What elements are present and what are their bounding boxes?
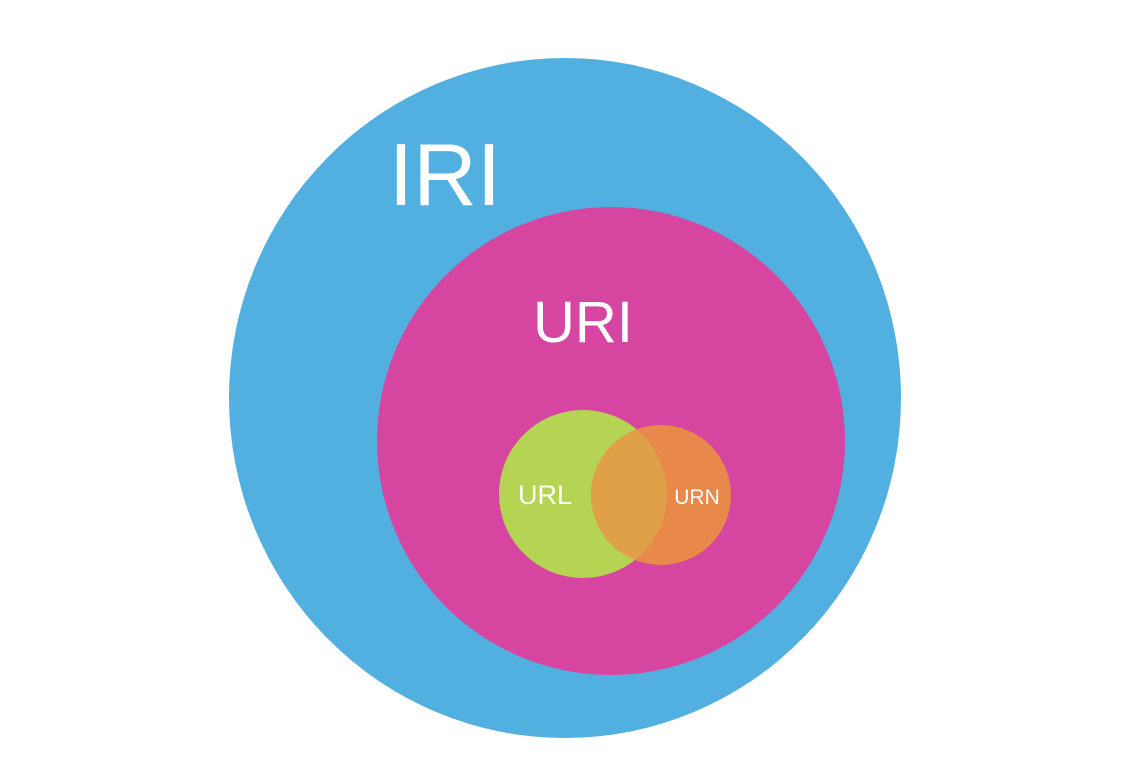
uri-label: URI <box>533 290 633 355</box>
url-label: URL <box>518 480 572 510</box>
iri-label: IRI <box>389 125 501 224</box>
url-urn-overlap <box>591 425 667 565</box>
urn-label: URN <box>674 486 720 509</box>
